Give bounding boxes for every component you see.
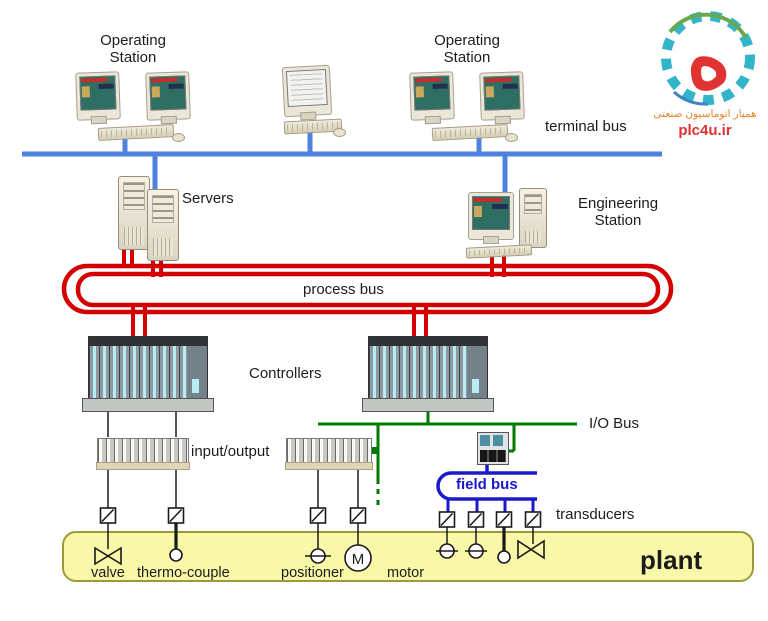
field-bus-label: field bus	[456, 476, 518, 493]
logo-site-text: plc4u.ir	[678, 122, 732, 139]
mouse-icon	[333, 128, 346, 137]
thermo-couple-label: thermo-couple	[137, 565, 230, 581]
operating-station-left-label: Operating Station	[100, 32, 166, 67]
operating-station-monitor	[75, 71, 121, 125]
engineering-station-tower	[519, 188, 547, 248]
transducer-icon	[309, 507, 327, 524]
svg-text:M: M	[352, 551, 365, 568]
transducer-icon	[524, 511, 542, 528]
transducer-icon	[467, 511, 485, 528]
operating-station-monitor	[479, 71, 525, 125]
monitor-screen	[285, 68, 328, 108]
server-tower	[147, 189, 179, 261]
operating-station-monitor	[409, 71, 455, 125]
process-bus-loop	[61, 245, 674, 336]
io-rack	[96, 438, 190, 470]
monitor-screen	[79, 75, 117, 111]
controllers-label: Controllers	[249, 365, 322, 382]
io-rack	[285, 438, 373, 470]
monitor-screen	[472, 196, 510, 230]
monitor-stand	[160, 115, 177, 125]
motor-label: motor	[387, 565, 425, 581]
mouse-icon	[505, 133, 518, 142]
thermocouple-icon	[497, 527, 511, 564]
transducer-icon	[349, 507, 367, 524]
monitor-screen	[149, 75, 187, 111]
workstation-monitor	[281, 64, 333, 121]
transducer-icon	[438, 511, 456, 528]
transducer-icon	[99, 507, 117, 524]
monitor-stand	[483, 236, 499, 244]
motor-icon: M	[344, 523, 372, 572]
actuator-icon	[436, 527, 458, 559]
valve-icon	[517, 527, 545, 560]
transducer-icon	[495, 511, 513, 528]
monitor-screen	[413, 75, 451, 111]
monitor-screen	[483, 75, 521, 111]
plc4u-logo: ه همیار اتوماسیون صنعتی plc4u.ir	[646, 4, 766, 144]
server-tower	[118, 176, 150, 250]
actuator-icon	[465, 527, 487, 559]
valve-label: valve	[91, 565, 125, 581]
operating-station-right-label: Operating Station	[434, 32, 500, 67]
fieldbus-link-device	[477, 432, 509, 465]
operating-station-monitor	[145, 71, 191, 125]
logo-tagline: همیار اتوماسیون صنعتی	[653, 108, 757, 120]
gear-icon	[661, 11, 755, 106]
thermocouple-icon	[169, 523, 183, 562]
controller-rack	[82, 336, 214, 412]
engineering-station-label: Engineering Station	[577, 195, 659, 230]
positioner-label: positioner	[281, 565, 344, 581]
input-output-label: input/output	[191, 443, 270, 460]
engineering-station-monitor	[468, 192, 514, 244]
terminal-bus-label: terminal bus	[545, 118, 627, 135]
transducer-icon	[167, 507, 185, 524]
io-transducer-links	[107, 470, 359, 508]
valve-icon	[94, 523, 122, 566]
monitor-stand	[90, 115, 107, 125]
io-bus-label: I/O Bus	[589, 415, 640, 432]
monitor-stand	[494, 115, 511, 125]
servers-label: Servers	[182, 190, 234, 207]
transducers-label: transducers	[556, 506, 635, 523]
process-bus-label: process bus	[303, 281, 384, 298]
controller-rack	[362, 336, 494, 412]
mouse-icon	[172, 133, 185, 142]
monitor-stand	[424, 115, 441, 125]
plant-label: plant	[640, 545, 703, 575]
field-bus-loop	[436, 462, 537, 512]
transducer-icons	[99, 507, 542, 528]
positioner-icon	[305, 523, 331, 564]
field-device-symbols: M	[94, 523, 545, 572]
controller-io-links	[107, 410, 177, 437]
logo-glyph: ه	[676, 7, 736, 109]
